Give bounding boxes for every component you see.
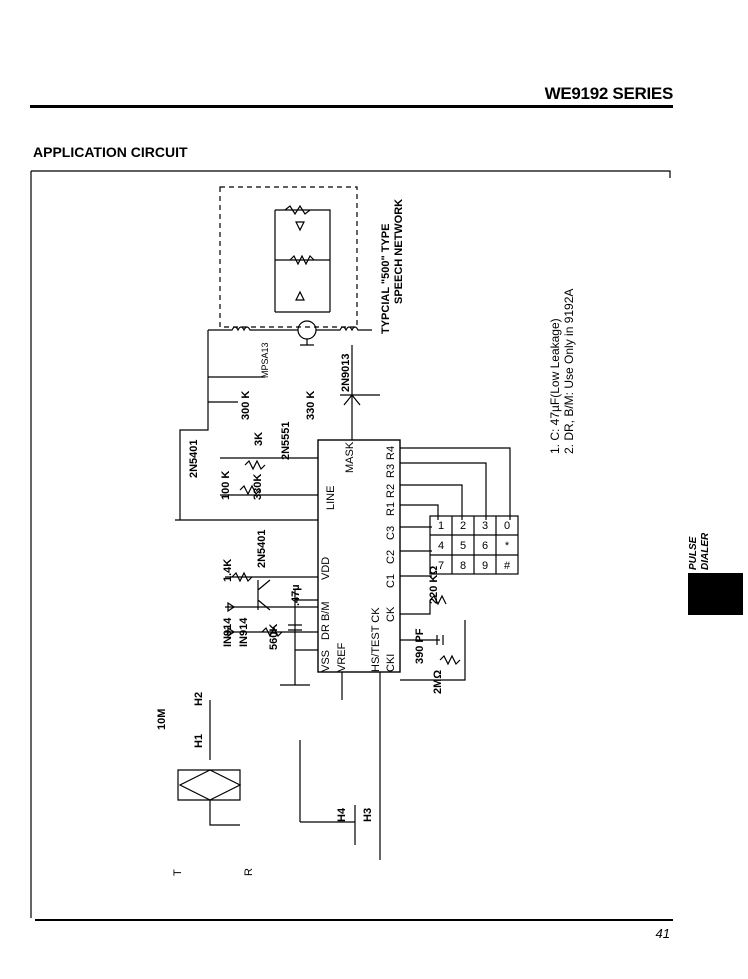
top-rule bbox=[30, 105, 673, 108]
pin-cki: CKI bbox=[385, 653, 397, 672]
label-2n5551: 2N5551 bbox=[280, 421, 292, 460]
bottom-rule bbox=[35, 919, 673, 921]
key-7: 7 bbox=[438, 560, 444, 572]
key-3: 3 bbox=[482, 520, 488, 532]
pin-drbm: DR B/M bbox=[320, 601, 332, 641]
pin-r2: R2 bbox=[385, 483, 397, 498]
side-tab-line2: DIALER bbox=[700, 532, 711, 570]
label-1-4k: 1.4K bbox=[222, 558, 234, 582]
label-c47: .47µ bbox=[290, 584, 302, 606]
note-1: 1. C: 47µF(Low Leakage) bbox=[548, 318, 562, 454]
label-2n5401-b: 2N5401 bbox=[256, 529, 268, 568]
key-star: * bbox=[505, 540, 510, 552]
label-h1: H1 bbox=[193, 733, 205, 748]
note-2: 2. DR, B/M: Use Only in 9192A bbox=[562, 288, 576, 454]
label-560k: 560K bbox=[268, 623, 280, 650]
label-h2: H2 bbox=[193, 691, 205, 706]
key-6: 6 bbox=[482, 540, 488, 552]
label-100k: 100 K bbox=[220, 470, 232, 500]
label-220k: 220 KΩ bbox=[428, 565, 440, 604]
label-2m: 2MΩ bbox=[432, 669, 444, 694]
label-in914-b: IN914 bbox=[238, 617, 250, 647]
pin-hs-test: HS/TEST CK bbox=[370, 607, 382, 672]
network-label-1: TYPCIAL "500" TYPE bbox=[380, 223, 392, 334]
pin-ck: CK bbox=[385, 606, 397, 622]
key-4: 4 bbox=[438, 540, 444, 552]
key-2: 2 bbox=[460, 520, 466, 532]
key-1: 1 bbox=[438, 520, 444, 532]
pin-c3: C3 bbox=[385, 525, 397, 540]
pin-line: LINE bbox=[325, 485, 337, 510]
key-0: 0 bbox=[504, 520, 510, 532]
terminal-r: R bbox=[243, 868, 255, 876]
terminal-t: T bbox=[172, 869, 184, 876]
label-h4: H4 bbox=[336, 807, 348, 822]
label-10m: 10M bbox=[156, 708, 168, 730]
label-330k: 330K bbox=[252, 473, 264, 500]
key-hash: # bbox=[504, 560, 511, 572]
label-mpsa13: MPSA13 bbox=[260, 342, 270, 378]
label-390pf: 390 PF bbox=[414, 628, 426, 664]
label-300k: 300 K bbox=[240, 390, 252, 420]
series-title: WE9192 SERIES bbox=[544, 84, 674, 103]
pin-mask: MASK bbox=[344, 441, 356, 473]
label-2n5401-a: 2N5401 bbox=[188, 439, 200, 478]
key-9: 9 bbox=[482, 560, 488, 572]
side-tab-line1: PULSE bbox=[688, 536, 699, 570]
pin-r3: R3 bbox=[385, 463, 397, 478]
pin-c1: C1 bbox=[385, 573, 397, 588]
pin-vdd: VDD bbox=[320, 556, 332, 580]
pin-vss: VSS bbox=[320, 649, 332, 672]
key-8: 8 bbox=[460, 560, 466, 572]
label-2n9013: 2N9013 bbox=[340, 353, 352, 392]
key-5: 5 bbox=[460, 540, 466, 552]
pin-r4: R4 bbox=[385, 445, 397, 460]
section-heading: APPLICATION CIRCUIT bbox=[33, 144, 188, 160]
page-number: 41 bbox=[655, 926, 670, 941]
label-h3: H3 bbox=[362, 807, 374, 822]
pin-r1: R1 bbox=[385, 501, 397, 516]
network-label-2: SPEECH NETWORK bbox=[393, 198, 405, 304]
label-3k: 3K bbox=[253, 431, 265, 446]
label-in914-a: IN914 bbox=[222, 617, 234, 647]
side-tab-marker bbox=[688, 573, 743, 615]
pin-c2: C2 bbox=[385, 549, 397, 564]
label-330k-top: 330 K bbox=[305, 390, 317, 420]
pin-vref: VREF bbox=[336, 642, 348, 672]
